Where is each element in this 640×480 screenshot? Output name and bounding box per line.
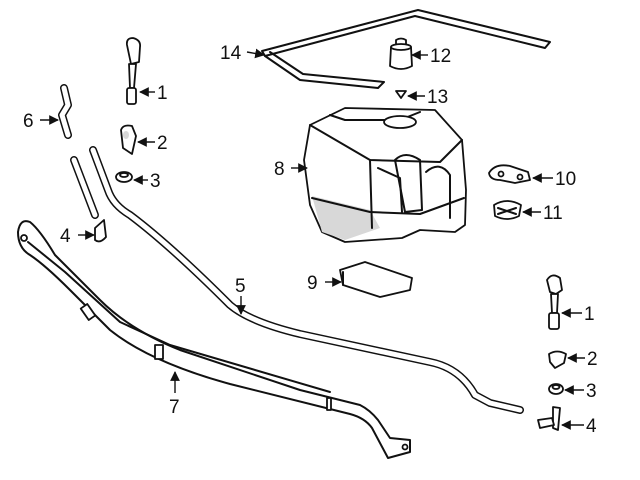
connector-part-upper[interactable]: [94, 219, 107, 243]
callout-4-lower: 4: [586, 416, 597, 437]
callout-2-lower: 2: [587, 349, 598, 370]
callout-12: 12: [430, 46, 451, 67]
washer-nozzle-part-lower[interactable]: [546, 274, 563, 330]
pad-part[interactable]: [339, 261, 413, 298]
grommet-part[interactable]: [389, 37, 413, 70]
callout-4-upper: 4: [60, 226, 71, 247]
support-rail-part[interactable]: [17, 220, 411, 459]
callout-3-upper: 3: [150, 171, 161, 192]
long-hose-part[interactable]: [89, 146, 524, 414]
bracket-part[interactable]: [488, 164, 531, 184]
callout-8: 8: [274, 159, 285, 180]
leader-lines: [40, 48, 585, 430]
callout-14: 14: [220, 43, 242, 64]
callout-labels: 1 2 3 4 5 6 7 8 9 10 11 12 13 14 1 2 3 4: [23, 43, 598, 437]
callout-1-lower: 1: [584, 304, 595, 325]
nozzle-grommet-part-lower[interactable]: [548, 383, 564, 395]
washer-nozzle-part-upper[interactable]: [125, 37, 142, 105]
callout-9: 9: [307, 273, 318, 294]
washer-reservoir-part[interactable]: [303, 107, 467, 243]
nozzle-grommet-part-upper[interactable]: [115, 171, 133, 183]
clip-part[interactable]: [395, 90, 407, 99]
nozzle-cap-part-upper[interactable]: [120, 124, 137, 155]
callout-3-lower: 3: [586, 381, 597, 402]
callout-13: 13: [427, 87, 448, 108]
nozzle-cap-part-lower[interactable]: [548, 350, 567, 369]
callout-2-upper: 2: [157, 133, 168, 154]
hose-part[interactable]: [58, 84, 72, 139]
callout-6: 6: [23, 111, 34, 132]
hose-segment-part[interactable]: [70, 156, 99, 219]
callout-7: 7: [169, 397, 180, 418]
pump-seal-part[interactable]: [493, 200, 522, 220]
callout-11: 11: [543, 203, 563, 224]
callout-1-upper: 1: [157, 83, 168, 104]
connector-part-lower[interactable]: [537, 406, 561, 431]
callout-10: 10: [555, 169, 576, 190]
callout-5: 5: [235, 276, 246, 297]
